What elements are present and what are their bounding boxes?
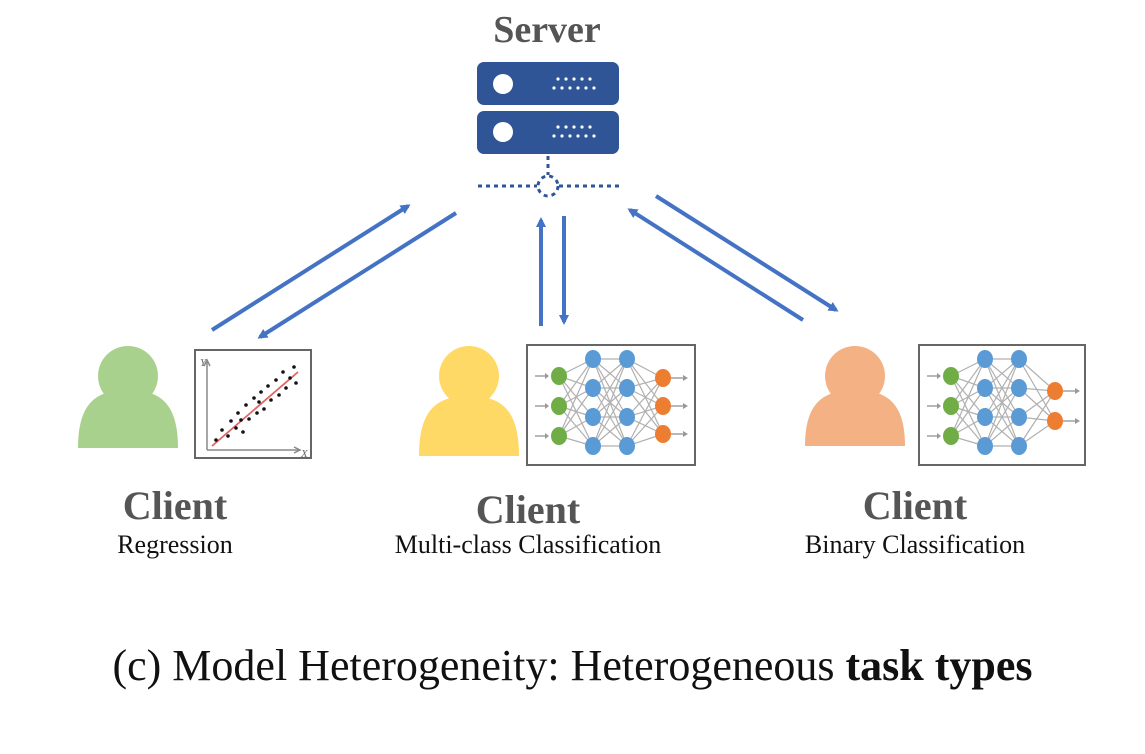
network-connector-icon	[478, 156, 620, 198]
client-3-task-label: Binary Classification	[804, 530, 1026, 559]
network-node	[943, 427, 959, 445]
network-edge	[558, 387, 594, 437]
network-edge	[950, 358, 986, 437]
output-arrowhead	[683, 375, 688, 381]
regression-plot-icon: Y X	[194, 349, 312, 460]
network-node	[943, 367, 959, 385]
network-node	[977, 350, 993, 368]
client-2-avatar-icon	[419, 346, 519, 456]
client-1-avatar-icon	[78, 346, 178, 448]
caption-text: (c) Model Heterogeneity: Heterogeneous	[112, 641, 846, 690]
network-edge	[626, 377, 664, 447]
network-node	[655, 369, 671, 387]
binary-network-icon	[918, 344, 1086, 466]
multiclass-network-icon	[526, 344, 696, 466]
input-arrowhead	[937, 373, 941, 379]
client-2-title: Client	[475, 487, 581, 532]
client-2-task-label: Multi-class Classification	[394, 530, 662, 559]
network-node	[977, 437, 993, 455]
arrow-client1-to-server	[210, 204, 411, 332]
server-icon	[477, 62, 619, 154]
network-edge	[984, 387, 1020, 447]
caption-emphasis: task types	[845, 641, 1033, 690]
input-arrowhead	[937, 433, 941, 439]
network-node	[585, 437, 601, 455]
output-arrowhead	[1075, 388, 1080, 394]
network-edge	[592, 358, 628, 418]
input-arrowhead	[545, 373, 549, 379]
network-node	[619, 408, 635, 426]
plot-x-axis-label: X	[300, 448, 309, 460]
network-edge	[592, 358, 628, 447]
network-edge	[950, 358, 986, 407]
network-edge	[984, 358, 1020, 447]
output-arrowhead	[683, 431, 688, 437]
network-node	[1047, 412, 1063, 430]
arrow-server-to-client3	[654, 194, 839, 312]
input-arrowhead	[545, 403, 549, 409]
network-edge	[626, 405, 664, 447]
network-edge	[558, 358, 594, 437]
network-node	[1047, 382, 1063, 400]
network-node	[551, 427, 567, 445]
client-3-title: Client	[862, 483, 968, 528]
network-edge	[984, 358, 1020, 418]
regression-line	[211, 371, 299, 447]
network-node	[655, 397, 671, 415]
network-node	[619, 437, 635, 455]
network-node	[619, 350, 635, 368]
output-arrowhead	[1075, 418, 1080, 424]
network-edge	[950, 387, 986, 437]
arrow-client3-to-server	[627, 208, 805, 322]
input-arrowhead	[937, 403, 941, 409]
network-node	[943, 397, 959, 415]
plot-y-axis-label: Y	[200, 357, 208, 369]
network-node	[1011, 379, 1027, 397]
client-3-avatar-icon	[805, 346, 905, 446]
client-1-task-label: Regression	[117, 530, 233, 559]
network-node	[585, 408, 601, 426]
network-edge	[558, 358, 594, 407]
communication-arrows	[210, 194, 839, 339]
network-node	[619, 379, 635, 397]
network-node	[977, 408, 993, 426]
input-arrowhead	[545, 433, 549, 439]
network-node	[1011, 437, 1027, 455]
network-node	[551, 397, 567, 415]
network-node	[977, 379, 993, 397]
network-node	[551, 367, 567, 385]
network-edge	[626, 377, 664, 418]
network-node	[655, 425, 671, 443]
client-1-title: Client	[122, 483, 228, 528]
network-node	[585, 350, 601, 368]
arrow-server-to-client1	[257, 211, 458, 339]
output-arrowhead	[683, 403, 688, 409]
network-node	[585, 379, 601, 397]
network-node	[1011, 350, 1027, 368]
network-node	[1011, 408, 1027, 426]
network-edge	[592, 387, 628, 447]
network-edge	[1018, 390, 1056, 447]
server-title: Server	[493, 9, 601, 51]
figure-caption: (c) Model Heterogeneity: Heterogeneous t…	[0, 640, 1145, 691]
